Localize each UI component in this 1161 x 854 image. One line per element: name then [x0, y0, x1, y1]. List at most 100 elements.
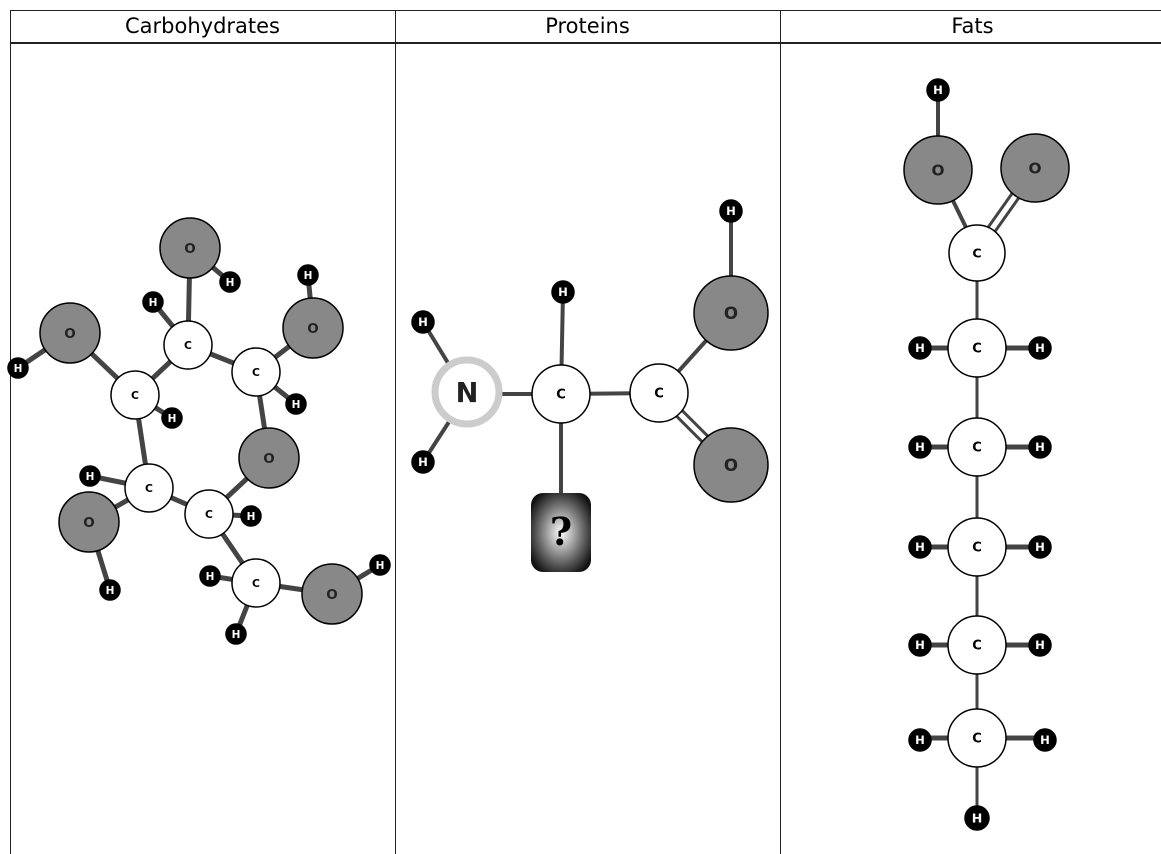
unknown-shape	[531, 493, 591, 572]
carbohydrate-oxygen-atom: O	[39, 302, 101, 364]
oxygen-label: O	[263, 451, 274, 467]
header-proteins: Proteins	[545, 14, 630, 38]
carbon-shape	[110, 370, 160, 420]
hydrogen-label: H	[106, 585, 115, 597]
oxygen-shape	[238, 427, 300, 489]
carbon-shape	[531, 364, 591, 424]
oxygen-shape	[903, 135, 973, 205]
hydrogen-label: H	[915, 733, 925, 747]
hydrogen-label: H	[915, 638, 925, 652]
carbohydrate-oxygen-atom: O	[301, 563, 363, 625]
carbon-label: C	[972, 541, 982, 556]
carbon-shape	[947, 708, 1007, 768]
carbon-label: C	[972, 246, 981, 261]
hydrogen-shape	[1028, 435, 1052, 459]
hydrogen-label: H	[418, 315, 428, 329]
carbohydrate-oxygen-atom: O	[238, 427, 300, 489]
hydrogen-shape	[1033, 728, 1057, 752]
carbohydrate-oxygen-atom: O	[282, 297, 344, 359]
carbon-shape	[231, 558, 281, 608]
fat-hydrogen-atom: H	[1028, 535, 1052, 559]
carbon-shape	[947, 417, 1007, 477]
carbon-shape	[163, 320, 213, 370]
oxygen-shape	[282, 297, 344, 359]
carbon-shape	[629, 363, 689, 423]
carbon-shape	[231, 347, 281, 397]
oxygen-label: O	[724, 304, 738, 323]
carbohydrate-carbon-atom: C	[184, 489, 234, 539]
header-divider	[10, 42, 1161, 44]
fat-carbon-atom: C	[947, 615, 1007, 675]
hydrogen-label: H	[292, 399, 301, 411]
oxygen-shape	[159, 217, 221, 279]
protein-hydrogen-atom: H	[411, 450, 435, 474]
carbon-shape	[184, 489, 234, 539]
oxygen-shape	[693, 427, 769, 503]
fat-hydrogen-atom: H	[926, 78, 950, 102]
protein-nitrogen-atom: N	[431, 356, 503, 428]
hydrogen-shape	[369, 554, 391, 576]
protein-hydrogen-atom: H	[719, 199, 743, 223]
column-divider-left-edge	[10, 10, 11, 854]
hydrogen-shape	[99, 579, 121, 601]
fat-hydrogen-atom: H	[908, 336, 932, 360]
hydrogen-label: H	[206, 571, 215, 583]
carbon-shape	[947, 517, 1007, 577]
protein-oxygen-atom: O	[693, 275, 769, 351]
hydrogen-label: H	[972, 811, 983, 826]
hydrogen-label: H	[418, 455, 428, 469]
oxygen-label: O	[64, 326, 75, 342]
hydrogen-label: H	[726, 204, 736, 218]
oxygen-label: O	[1028, 160, 1041, 178]
carbohydrate-hydrogen-atom: H	[199, 565, 221, 587]
fat-carbon-atom: C	[947, 708, 1007, 768]
hydrogen-label: H	[915, 341, 925, 355]
oxygen-label: O	[931, 162, 944, 180]
oxygen-label: O	[83, 515, 94, 531]
carbohydrate-oxygen-atom: O	[58, 491, 120, 553]
fat-oxygen-atom: O	[1000, 133, 1070, 203]
carbon-shape	[947, 615, 1007, 675]
protein-hydrogen-atom: H	[551, 280, 575, 304]
fat-carbon-atom: C	[947, 318, 1007, 378]
oxygen-shape	[301, 563, 363, 625]
nitrogen-shape	[431, 356, 503, 428]
fat-hydrogen-atom: H	[964, 805, 990, 831]
hydrogen-label: H	[933, 83, 943, 97]
fat-hydrogen-atom: H	[1028, 435, 1052, 459]
carbohydrate-hydrogen-atom: H	[79, 465, 101, 487]
oxygen-shape	[1000, 133, 1070, 203]
hydrogen-shape	[411, 450, 435, 474]
carbon-label: C	[205, 508, 213, 521]
unknown-label: ?	[550, 509, 572, 554]
carbon-shape	[947, 318, 1007, 378]
carbon-label: C	[184, 339, 192, 352]
carbohydrate-hydrogen-atom: H	[7, 357, 29, 379]
hydrogen-label: H	[304, 270, 313, 282]
hydrogen-label: H	[915, 540, 925, 554]
hydrogen-shape	[142, 291, 164, 313]
hydrogen-shape	[240, 505, 262, 527]
fat-hydrogen-atom: H	[908, 435, 932, 459]
carbon-shape	[948, 224, 1006, 282]
hydrogen-shape	[964, 805, 990, 831]
hydrogen-label: H	[1035, 540, 1045, 554]
fat-hydrogen-atom: H	[908, 728, 932, 752]
carbohydrate-hydrogen-atom: H	[219, 271, 241, 293]
carbon-label: C	[972, 441, 982, 456]
hydrogen-label: H	[86, 471, 95, 483]
fat-carbon-atom: C	[947, 417, 1007, 477]
carbon-label: C	[145, 482, 153, 495]
table-top-border	[10, 10, 1161, 11]
protein-carbon-atom: C	[531, 364, 591, 424]
oxygen-shape	[58, 491, 120, 553]
carbon-label: C	[654, 387, 664, 402]
hydrogen-shape	[551, 280, 575, 304]
oxygen-label: O	[184, 241, 195, 257]
carbohydrate-carbon-atom: C	[231, 347, 281, 397]
nitrogen-label: N	[456, 378, 479, 409]
fat-hydrogen-atom: H	[908, 535, 932, 559]
protein-side-chain-unknown: ?	[531, 493, 591, 572]
carbon-label: C	[131, 389, 139, 402]
